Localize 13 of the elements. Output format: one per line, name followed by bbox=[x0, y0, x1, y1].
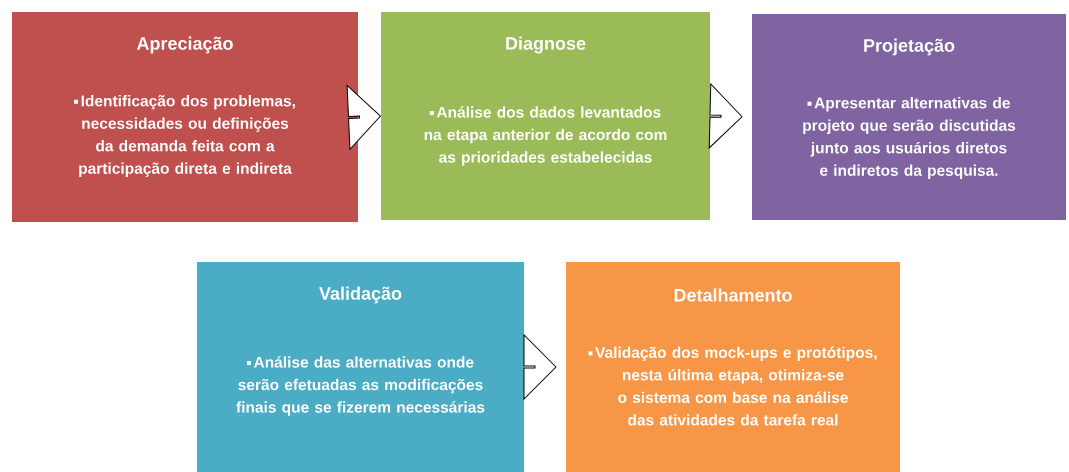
body-text: Validação dos mock-ups e protótipos, nesta última etapa, otimiza-se o sistema com base na análise das atividades da tarefa real bbox=[588, 346, 877, 426]
heading: Diagnose bbox=[506, 36, 586, 54]
block-arrow bbox=[523, 334, 557, 400]
heading: Projetação bbox=[864, 38, 955, 56]
block-arrow bbox=[708, 83, 743, 149]
heading: Detalhamento bbox=[674, 288, 792, 302]
heading: Validação bbox=[319, 286, 402, 304]
body-text: Apresentar alternativas de projeto que serão discutidas junto aos usuários diretos e indiretos da pesquisa. bbox=[803, 97, 1016, 179]
body-text: Análise dos dados levantados na etapa anterior de acordo com as prioridades estabelecidas bbox=[424, 106, 667, 166]
block-arrow bbox=[346, 84, 381, 150]
body-text: Identificação dos problemas, necessidades ou definições da demanda feita com a participação direta e indireta bbox=[74, 95, 295, 177]
body-text: Análise das alternativas onde serão efetuadas as modificações finais que se fizerem necessárias bbox=[236, 356, 485, 416]
heading: Apreciação bbox=[136, 36, 233, 54]
